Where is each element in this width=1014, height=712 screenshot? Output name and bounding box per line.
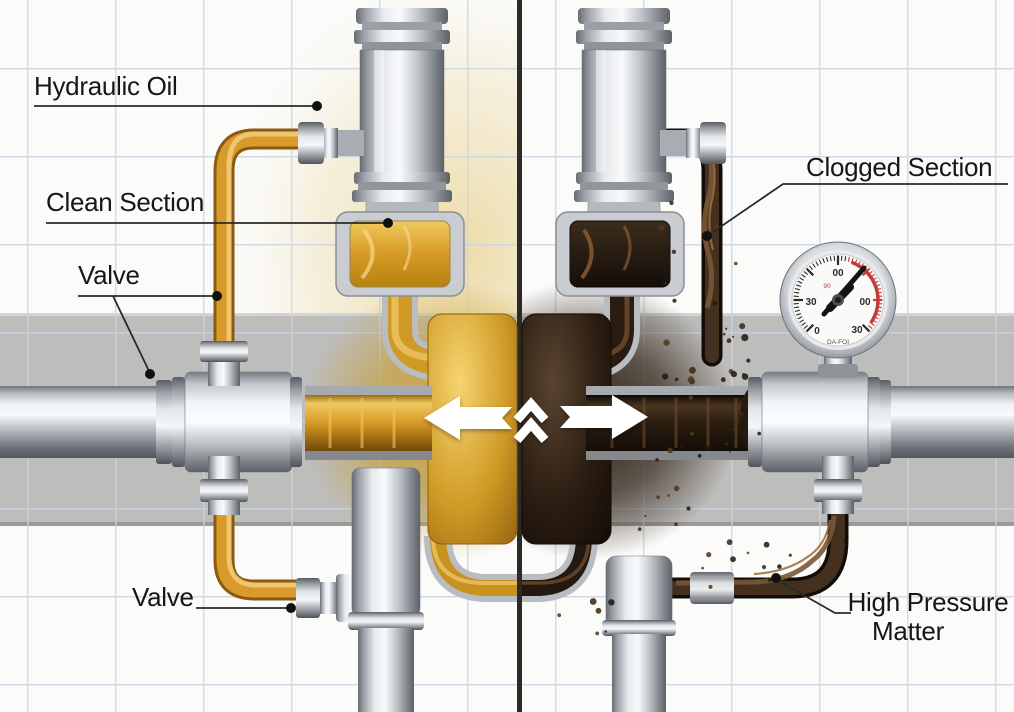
clogged-section-dot — [702, 231, 712, 241]
right-tee-bottom-port — [814, 456, 862, 514]
clean-under-channel — [424, 535, 517, 602]
valve-top-text: Valve — [78, 260, 140, 290]
flow-arrow-right-icon — [560, 395, 648, 439]
flow-arrows — [424, 395, 648, 443]
left-main-pipe — [0, 377, 185, 467]
gauge-brand-label: DA-FOI — [827, 339, 849, 346]
left-tee-top-port — [200, 341, 248, 386]
clogged-tube-bottom — [657, 501, 849, 599]
right-bottom-elbow — [602, 555, 676, 636]
right-valve-cylinder — [574, 8, 726, 202]
high-pressure-dot — [771, 573, 781, 583]
gauge-red-zone — [851, 260, 880, 324]
high-pressure-text-line2: Matter — [872, 616, 945, 646]
label-valve-top: Valve — [78, 260, 222, 379]
left-tee-coupling — [184, 371, 302, 473]
valve-bottom-text: Valve — [132, 582, 194, 612]
center-divider-line — [517, 0, 522, 712]
high-pressure-text-line1: High Pressure — [848, 587, 1009, 617]
hydraulic-oil-dot — [312, 101, 322, 111]
valve-top-dot — [212, 291, 222, 301]
right-main-pipe — [866, 377, 1014, 467]
left-valve-cylinder — [298, 8, 452, 202]
clean-section-text: Clean Section — [46, 187, 204, 217]
left-valve-side-port — [298, 122, 364, 164]
gauge-red-mark-label: 90 — [823, 283, 831, 290]
left-tee-bottom-port — [200, 456, 248, 515]
clean-oil-tube-loop — [213, 128, 313, 601]
label-high-pressure-matter: High Pressure Matter — [771, 573, 1009, 646]
gauge-number-bottom-right: 30 — [851, 325, 863, 336]
gauge-number-right: 00 — [859, 297, 871, 308]
label-clean-section: Clean Section — [46, 187, 393, 228]
right-tee-coupling — [748, 371, 869, 473]
pressure-gauge: 00 30 00 30 0 90 DA-FOI — [779, 241, 897, 378]
clogged-section-text: Clogged Section — [806, 152, 992, 182]
clogged-section-leader — [709, 183, 1008, 235]
valve-top-leader — [78, 295, 212, 372]
clean-channel-section — [305, 386, 432, 460]
right-valve-side-port — [660, 122, 726, 164]
clogged-section-window — [555, 195, 685, 297]
annotations: Hydraulic Oil Clean Section Valve Valve … — [34, 71, 1009, 646]
flow-arrow-left-icon — [424, 396, 512, 440]
hydraulic-oil-text: Hydraulic Oil — [34, 71, 177, 101]
high-pressure-leader — [778, 580, 851, 614]
left-bottom-elbow — [348, 467, 424, 630]
valve-top-dot-2 — [145, 369, 155, 379]
right-bottom-pipe — [612, 634, 666, 712]
label-clogged-section: Clogged Section — [702, 152, 1008, 241]
gauge-needle — [821, 265, 867, 317]
gauge-number-bottom-left: 0 — [814, 326, 820, 337]
flow-chevrons-icon — [513, 397, 549, 443]
debris-particles — [557, 200, 846, 636]
gauge-number-top: 00 — [832, 268, 844, 279]
clean-section-dot — [383, 218, 393, 228]
label-valve-bottom: Valve — [132, 582, 296, 613]
label-hydraulic-oil: Hydraulic Oil — [34, 71, 322, 111]
valve-bottom-dot — [286, 603, 296, 613]
clogged-under-channel — [522, 535, 598, 602]
gauge-number-left: 30 — [805, 297, 817, 308]
left-bottom-pipe — [358, 628, 414, 712]
